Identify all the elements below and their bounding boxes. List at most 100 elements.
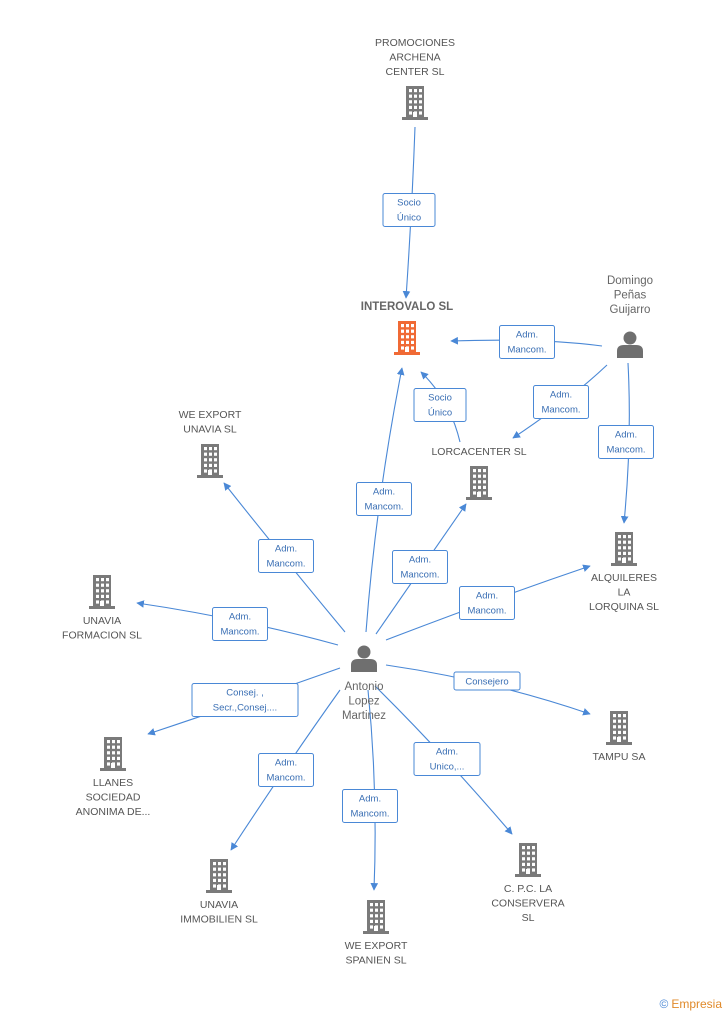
- edge-label-text: Adm.: [275, 544, 297, 555]
- edge-label-box: [392, 550, 448, 584]
- copyright-symbol: ©: [659, 997, 669, 1011]
- edge-label-box: [212, 607, 268, 641]
- edge-antonio-to-unavia_immobilien[interactable]: Adm. Mancom.: [230, 689, 341, 851]
- node-label-text: Guijarro: [610, 304, 651, 316]
- edge-label-text: Mancom.: [364, 502, 403, 513]
- node-label-text: LORCACENTER SL: [431, 446, 526, 458]
- edge-domingo-to-alquileres[interactable]: Adm.Mancom.: [598, 362, 654, 524]
- edge-antonio-to-unavia_formacion[interactable]: Adm. Mancom.: [136, 600, 339, 646]
- node-label-text: Martinez: [342, 710, 386, 722]
- edge-label-box: [499, 325, 555, 359]
- building-icon: [466, 466, 492, 500]
- node-interovalo[interactable]: INTEROVALO SL: [361, 301, 453, 355]
- node-label-text: Peñas: [614, 290, 647, 302]
- edge-label-box: [413, 742, 481, 776]
- edge-label-text: Mancom.: [507, 345, 546, 356]
- edge-antonio-to-llanes[interactable]: Consej. ,Secr.,Consej....: [147, 667, 341, 736]
- edge-antonio-to-tampu[interactable]: Consejero: [385, 664, 591, 716]
- node-weexport_unavia[interactable]: WE EXPORT UNAVIA SL: [179, 409, 242, 478]
- building-icon: [206, 859, 232, 893]
- node-lorcacenter[interactable]: LORCACENTER SL: [431, 446, 527, 500]
- edge-antonio-to-lorcacenter[interactable]: Adm. Mancom.: [375, 503, 467, 635]
- edge-label-text: Adm.: [229, 612, 251, 623]
- edge-label-text: Mancom.: [266, 773, 305, 784]
- node-label-text: ALQUILERES: [591, 572, 657, 584]
- node-label-text: LORQUINA SL: [589, 601, 659, 613]
- edge-label-text: Mancom.: [606, 445, 645, 456]
- edge-label-text: Mancom.: [350, 809, 389, 820]
- edge-label-text: Secr.,Consej....: [213, 703, 277, 714]
- edge-label-text: Adm.: [409, 555, 431, 566]
- edge-label-text: Socio: [428, 393, 452, 404]
- edge-antonio-to-weexport_spanien[interactable]: Adm. Mancom.: [342, 689, 398, 891]
- node-label-text: WE EXPORT: [179, 409, 242, 421]
- edge-label-box: [413, 388, 467, 422]
- building-icon: [100, 737, 126, 771]
- edge-label-text: Adm.: [275, 758, 297, 769]
- node-label-text: Domingo: [607, 275, 653, 287]
- edge-domingo-to-interovalo[interactable]: Adm.Mancom.: [450, 325, 603, 359]
- node-label-text: CONSERVERA: [491, 898, 564, 910]
- edge-label-box: [356, 482, 412, 516]
- edge-label-text: Mancom.: [266, 559, 305, 570]
- edge-antonio-to-cpc[interactable]: Adm.Unico,...: [374, 685, 513, 835]
- edge-domingo-to-lorcacenter[interactable]: Adm. Mancom.: [512, 364, 608, 439]
- building-icon: [197, 444, 223, 478]
- node-label-text: SL: [522, 912, 535, 924]
- nodes-layer: PROMOCIONES ARCHENA CENTER SL INTEROVALO SL…: [62, 37, 659, 967]
- edge-label-text: Adm.: [359, 794, 381, 805]
- edge-antonio-to-alquileres[interactable]: Adm.Mancom.: [385, 564, 591, 641]
- edge-label-text: Mancom.: [541, 405, 580, 416]
- edge-label-text: Único: [428, 408, 452, 419]
- edge-label-text: Socio: [397, 198, 421, 209]
- building-icon: [363, 900, 389, 934]
- node-label-text: FORMACION SL: [62, 630, 142, 642]
- person-icon: [617, 331, 643, 358]
- edge-label-box: [598, 425, 654, 459]
- edge-label-box: [191, 683, 299, 717]
- node-label-text: SPANIEN SL: [345, 955, 406, 967]
- node-label-text: UNAVIA SL: [183, 424, 237, 436]
- edge-label-text: Único: [397, 213, 421, 224]
- node-llanes[interactable]: LLANES SOCIEDAD ANONIMA DE...: [76, 737, 151, 818]
- edge-label-text: Adm.: [373, 487, 395, 498]
- node-tampu[interactable]: TAMPU SA: [593, 711, 646, 763]
- node-label-text: IMMOBILIEN SL: [180, 914, 258, 926]
- node-label-text: C. P.C. LA: [504, 883, 552, 895]
- person-icon: [351, 645, 377, 672]
- node-label-text: LLANES: [93, 777, 133, 789]
- edge-label-text: Adm.: [550, 390, 572, 401]
- node-label-text: PROMOCIONES: [375, 37, 455, 49]
- building-icon: [515, 843, 541, 877]
- edge-antonio-to-interovalo[interactable]: Adm. Mancom.: [356, 367, 412, 633]
- node-label-text: ANONIMA DE...: [76, 806, 151, 818]
- building-icon: [606, 711, 632, 745]
- edge-label-text: Mancom.: [400, 570, 439, 581]
- node-label-text: Antonio: [344, 681, 383, 693]
- edge-antonio-to-weexport_unavia[interactable]: Adm. Mancom.: [223, 482, 346, 633]
- edge-label-box: [342, 789, 398, 823]
- node-label-text: SOCIEDAD: [86, 792, 141, 804]
- node-cpc[interactable]: C. P.C. LA CONSERVERA SL: [491, 843, 565, 924]
- edge-label-text: Consejero: [465, 677, 508, 688]
- edge-label-box: [258, 753, 314, 787]
- node-label-text: Lopez: [348, 696, 380, 708]
- edge-label-text: Mancom.: [220, 627, 259, 638]
- node-promociones[interactable]: PROMOCIONES ARCHENA CENTER SL: [375, 37, 455, 120]
- node-label-text: ARCHENA: [389, 52, 440, 64]
- edge-label-box: [459, 586, 515, 620]
- edge-label-text: Unico,...: [430, 762, 465, 773]
- node-label-text: CENTER SL: [386, 66, 445, 78]
- edge-label-box: [453, 671, 521, 691]
- edge-label-box: [258, 539, 314, 573]
- watermark: ©Empresia: [659, 997, 722, 1011]
